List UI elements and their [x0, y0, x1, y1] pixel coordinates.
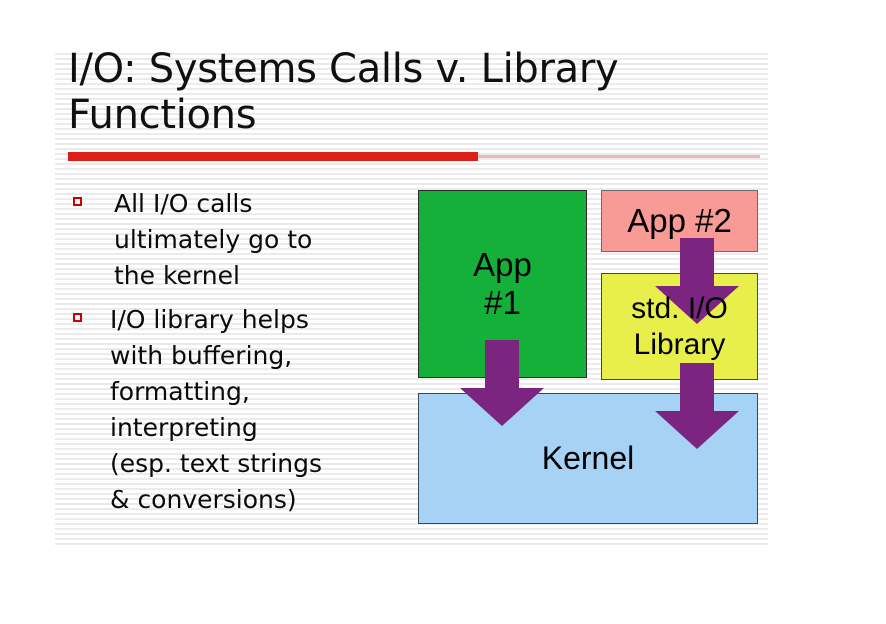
list-item-text: All I/O calls ultimately go to the kerne… — [114, 189, 313, 290]
square-bullet-icon — [73, 313, 82, 322]
list-item: All I/O calls ultimately go to the kerne… — [68, 186, 418, 294]
diagram-box-app2-label: App #2 — [627, 202, 732, 239]
arrow-app1-to-kernel-icon — [460, 340, 544, 426]
diagram-box-app1-label: App #1 — [473, 246, 532, 321]
diagram-box-app2: App #2 — [601, 190, 758, 252]
list-item-text: I/O library helps with buffering, format… — [110, 305, 322, 514]
diagram-box-kernel-label: Kernel — [541, 440, 635, 476]
bullet-list: All I/O calls ultimately go to the kerne… — [68, 186, 418, 526]
arrow-stdio-to-kernel-icon — [655, 363, 739, 449]
page-title: I/O: Systems Calls v. Library Functions — [68, 46, 619, 138]
title-divider-accent — [68, 152, 478, 161]
diagram-box-stdio-library-label: std. I/O Library — [631, 291, 728, 361]
diagram-box-app1: App #1 — [418, 190, 587, 378]
list-item: I/O library helps with buffering, format… — [68, 302, 418, 518]
square-bullet-icon — [73, 197, 82, 206]
arrow-app2-to-stdio-icon — [655, 238, 739, 324]
